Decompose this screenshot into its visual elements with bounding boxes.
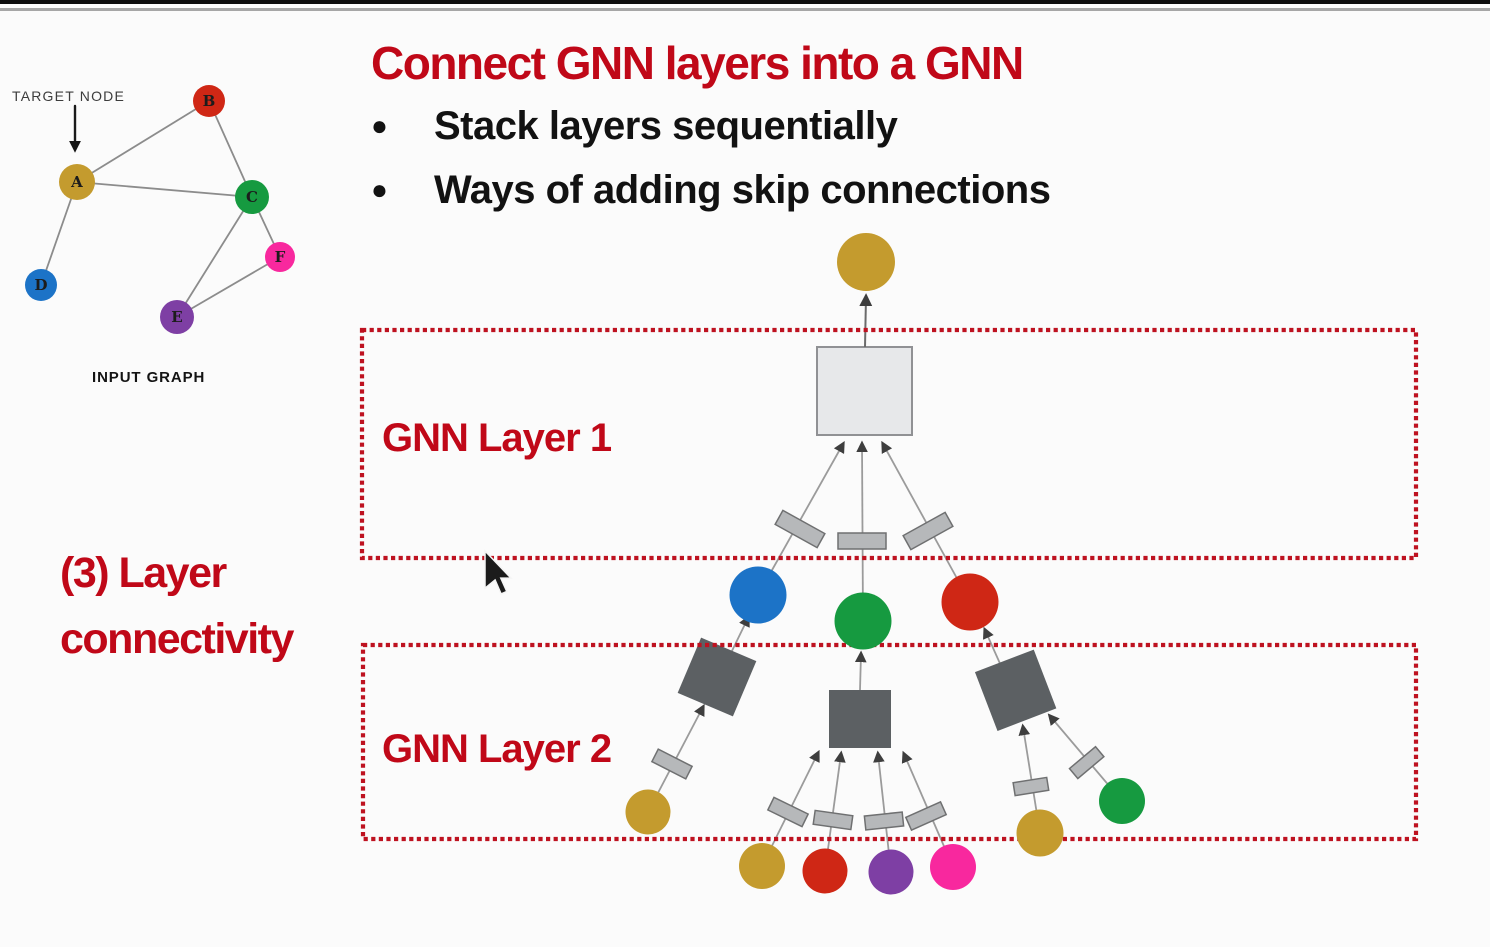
input-node-B-label: B (203, 92, 216, 110)
transform-rect (904, 800, 948, 832)
leaf-node-gold-right (1016, 809, 1064, 857)
transform-rect (837, 532, 887, 550)
hidden-node-blue (729, 566, 787, 624)
hidden-node-red (941, 573, 999, 631)
leaf-node-pink (930, 844, 976, 890)
input-graph-edges (40, 100, 281, 318)
window-divider-line (0, 8, 1490, 11)
slide-title: Connect GNN layers into a GNN (371, 37, 1024, 89)
section-label-line2: connectivity (60, 615, 294, 663)
edge-E-F (176, 256, 281, 318)
gnn-layer2-label: GNN Layer 2 (382, 727, 612, 771)
input-graph: A B C D E F (25, 85, 295, 334)
leaf-node-green-right (1099, 778, 1145, 824)
leaf-node-purple (868, 849, 914, 895)
input-node-E (160, 300, 194, 334)
input-node-F-label: F (275, 248, 286, 266)
input-node-F (265, 242, 295, 272)
input-node-C (235, 180, 269, 214)
input-node-D-label: D (34, 276, 47, 294)
section-label: (3) Layer connectivity (60, 540, 294, 672)
gnn-layer2-boundary (360, 642, 1419, 842)
edge-B-C (208, 100, 253, 198)
edge-rightbox-to-red (983, 626, 1003, 669)
input-node-A-label: A (70, 173, 83, 191)
transform-rect (774, 509, 826, 549)
leaf-node-red (802, 848, 848, 894)
edge-midbox-to-green (854, 650, 867, 691)
aggregation-box-middle (829, 690, 891, 748)
transform-rect (1012, 776, 1050, 797)
transform-rect (1068, 745, 1105, 780)
section-label-line1: (3) Layer (60, 549, 227, 597)
gnn-layer1-boundary (359, 327, 1419, 561)
transform-rect (863, 811, 905, 831)
leaf-node-gold-left (625, 789, 671, 835)
bullet-item-1: ● Stack layers sequentially (371, 104, 898, 149)
transform-rect (766, 796, 810, 828)
aggregation-box-left (677, 637, 757, 717)
transform-rects (650, 509, 1105, 832)
gnn-layer1-label: GNN Layer 1 (382, 416, 612, 460)
bullet-label: Ways of adding skip connections (434, 168, 1051, 212)
gnn-layer2-aggregation-boxes (677, 637, 1057, 748)
input-node-A (59, 164, 95, 200)
bullet-icon: ● (371, 110, 388, 141)
mouse-cursor (484, 549, 513, 595)
edge-leftbox-to-blue (728, 614, 750, 658)
target-node-label: TARGET NODE (12, 88, 126, 104)
edge-box1-to-output (859, 293, 873, 348)
hidden-node-green (834, 592, 892, 650)
aggregation-box-right (974, 649, 1057, 731)
transform-rect (812, 809, 854, 831)
leaf-node-gold (739, 843, 785, 889)
bullet-label: Stack layers sequentially (434, 104, 898, 148)
gnn-layer1-aggregation-box (816, 346, 913, 436)
edge-A-B (76, 100, 210, 183)
edge-C-E (176, 196, 253, 318)
bullet-icon: ● (371, 174, 388, 205)
input-node-B (193, 85, 225, 117)
input-node-C-label: C (246, 188, 258, 206)
input-node-D (25, 269, 57, 301)
edge-A-D (40, 181, 78, 286)
transform-rect (902, 511, 954, 551)
edge-A-C (76, 181, 253, 198)
window-top-edge (0, 0, 1490, 4)
input-node-E-label: E (171, 308, 182, 326)
output-node-gold (837, 233, 895, 291)
bullet-item-2: ● Ways of adding skip connections (371, 168, 1051, 213)
computation-tree (359, 233, 1419, 895)
transform-rect (650, 748, 694, 780)
input-graph-caption: INPUT GRAPH (92, 369, 206, 386)
